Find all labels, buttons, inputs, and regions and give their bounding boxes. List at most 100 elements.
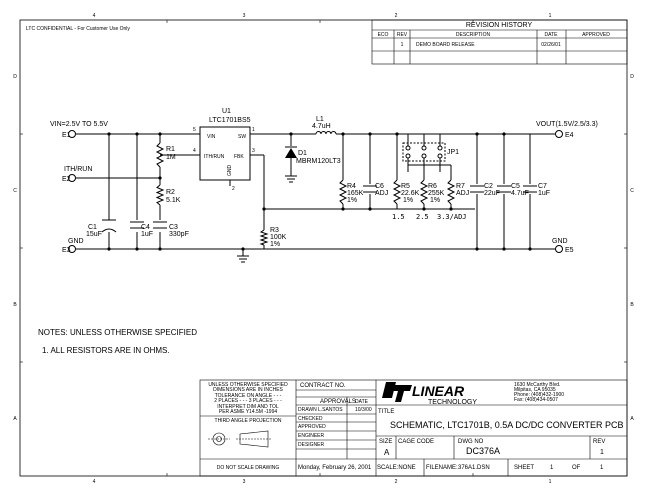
terminal-e3[interactable]: E3 GND	[62, 238, 84, 254]
svg-text:5: 5	[193, 127, 196, 133]
svg-text:TOLERANCE ON ANGLE - - -: TOLERANCE ON ANGLE - - -	[215, 393, 282, 399]
svg-text:1630 McCarthy Blvd.: 1630 McCarthy Blvd.	[514, 382, 560, 388]
svg-text:3.3/ADJ: 3.3/ADJ	[437, 213, 467, 221]
contract-label: CONTRACT NO.	[300, 383, 346, 389]
capacitor-c7[interactable]: C7 1uF	[523, 183, 550, 197]
rev-label: REV	[593, 439, 605, 445]
svg-text:TECHNOLOGY: TECHNOLOGY	[428, 399, 477, 406]
capacitor-c1[interactable]: C1 15uF	[86, 219, 117, 238]
row-mark-right: D	[630, 74, 634, 80]
date-printed: Monday, February 26, 2001	[298, 465, 372, 471]
resistor-r3[interactable]: R3 100K 1%	[259, 227, 287, 248]
row-mark-left: B	[13, 302, 17, 308]
svg-text:FBK: FBK	[234, 154, 244, 160]
of-label: OF	[572, 465, 581, 471]
zone-mark-top: 1	[549, 13, 552, 19]
row-mark-right: C	[630, 188, 634, 194]
svg-text:L1: L1	[316, 116, 324, 123]
row-mark-left: A	[13, 416, 17, 422]
jumper-jp1[interactable]: JP1 1.5 2.5 3.3/ADJ	[392, 133, 467, 221]
svg-text:4.7uF: 4.7uF	[511, 190, 529, 197]
filename-label: FILENAME:	[426, 465, 458, 471]
confidential-notice: LTC CONFIDENTIAL - For Customer Use Only	[26, 26, 130, 32]
svg-text:ADJ: ADJ	[375, 190, 388, 197]
resistor-r6[interactable]: R6 255K 1%	[419, 179, 445, 205]
svg-text:SW: SW	[238, 134, 246, 140]
svg-text:GND: GND	[68, 238, 84, 245]
svg-text:R5: R5	[401, 183, 410, 190]
capacitor-c4[interactable]: C4 1uF	[130, 221, 153, 238]
svg-text:R4: R4	[347, 183, 356, 190]
capacitor-c5[interactable]: C5 4.7uF	[497, 183, 529, 197]
svg-text:PER ASME Y14.5M -1994: PER ASME Y14.5M -1994	[219, 409, 277, 415]
svg-text:C1: C1	[88, 224, 97, 231]
cage-code-label: CAGE CODE	[398, 439, 434, 445]
tolerance-notes: UNLESS OTHERWISE SPECIFIED DIMENSIONS AR…	[208, 382, 288, 415]
resistor-r2[interactable]: R2 5.1K	[155, 184, 181, 206]
svg-text:R1: R1	[166, 146, 175, 153]
svg-text:1.5: 1.5	[392, 213, 405, 221]
scale-label: SCALE:NONE	[377, 465, 416, 471]
zone-mark-top: 3	[243, 13, 246, 19]
terminal-e5[interactable]: E5 GND	[552, 238, 574, 254]
zone-mark-top: 2	[395, 13, 398, 19]
size-label: SIZE	[379, 439, 392, 445]
capacitor-c3[interactable]: C3 330pF	[153, 221, 189, 238]
svg-text:C7: C7	[538, 183, 547, 190]
sheet-label: SHEET	[514, 465, 534, 471]
schematic-wires	[76, 133, 555, 263]
svg-text:1M: 1M	[166, 154, 176, 161]
svg-text:INTERPRET DIM AND TOL: INTERPRET DIM AND TOL	[217, 404, 279, 410]
projection-label: THIRD ANGLE PROJECTION	[215, 418, 282, 424]
title-block	[199, 379, 628, 477]
svg-text:C3: C3	[169, 224, 178, 231]
svg-text:MBRM120LT3: MBRM120LT3	[296, 158, 341, 165]
svg-text:APPROVED: APPROVED	[298, 424, 326, 430]
resistor-r1[interactable]: R1 1M	[155, 142, 176, 168]
svg-text:2: 2	[232, 186, 235, 192]
resistor-r5[interactable]: R5 22.6K 1%	[392, 179, 420, 205]
ic-u1[interactable]: U1 LTC1701BS5 VIN SW ITH/RUN FBK GND 5 1…	[193, 108, 255, 192]
terminal-e2[interactable]: E2 ITH/RUN	[62, 166, 92, 183]
row-mark-right: B	[630, 302, 634, 308]
svg-text:U1: U1	[222, 108, 231, 115]
svg-text:E1: E1	[62, 132, 71, 139]
capacitor-c6[interactable]: C6 ADJ	[363, 183, 388, 197]
capacitor-c2[interactable]: C2 22uF	[470, 183, 500, 197]
svg-text:ITH/RUN: ITH/RUN	[64, 166, 92, 173]
zone-mark-bottom: 2	[395, 479, 398, 485]
svg-text:5.1K: 5.1K	[166, 197, 181, 204]
terminal-e4[interactable]: E4 VOUT(1.5V/2.5/3.3)	[536, 121, 598, 139]
svg-text:3: 3	[252, 148, 255, 154]
sheets-value: 1	[600, 465, 604, 471]
svg-text:UNLESS OTHERWISE SPECIFIED: UNLESS OTHERWISE SPECIFIED	[208, 382, 288, 388]
svg-text:JP1: JP1	[447, 149, 459, 156]
terminal-e1[interactable]: E1 VIN=2.5V TO 5.5V	[50, 121, 108, 139]
svg-text:DIMENSIONS ARE IN INCHES: DIMENSIONS ARE IN INCHES	[213, 387, 283, 393]
svg-text:E2: E2	[62, 176, 71, 183]
rev-col-header: ECO	[378, 32, 389, 38]
svg-text:R7: R7	[456, 183, 465, 190]
inductor-l1[interactable]: L1 4.7uH	[312, 116, 337, 135]
resistor-r4[interactable]: R4 165K 1%	[338, 179, 364, 205]
rev-row-date: 02/26/01	[541, 42, 561, 48]
svg-text:GND: GND	[227, 165, 233, 177]
rev-col-header: REV	[397, 32, 408, 38]
zone-mark-top: 4	[93, 13, 96, 19]
svg-text:4: 4	[193, 148, 196, 154]
zone-mark-bottom: 3	[243, 479, 246, 485]
svg-text:165K: 165K	[347, 190, 364, 197]
svg-text:10/3/00: 10/3/00	[355, 407, 372, 413]
row-mark-right: A	[630, 416, 634, 422]
svg-text:R2: R2	[166, 189, 175, 196]
company-address: 1630 McCarthy Blvd. Milpitas, CA 95035 P…	[514, 382, 564, 403]
diode-d1[interactable]: D1 MBRM120LT3	[285, 146, 341, 165]
svg-text:15uF: 15uF	[86, 231, 102, 238]
svg-text:C5: C5	[511, 183, 520, 190]
resistor-r7[interactable]: R7 ADJ	[446, 179, 469, 205]
svg-text:330pF: 330pF	[169, 231, 189, 238]
row-mark-left: D	[13, 74, 17, 80]
svg-text:R3: R3	[270, 227, 279, 234]
notes-title: NOTES: UNLESS OTHERWISE SPECIFIED	[38, 328, 197, 337]
